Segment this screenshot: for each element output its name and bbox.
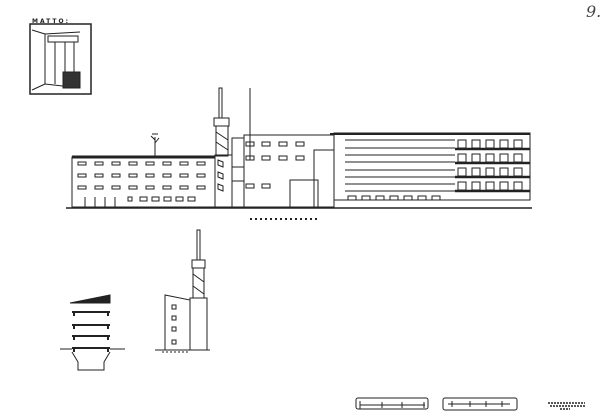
page-number: 9. [586,2,600,21]
tower-elevation [155,229,210,353]
left-wing-windows [77,161,206,207]
scale-bars [355,397,585,411]
inset-perspective [29,23,92,95]
building-section [60,294,125,371]
balconies [455,139,530,193]
main-elevation [66,87,532,220]
inset-label: MATTO: [32,18,70,25]
